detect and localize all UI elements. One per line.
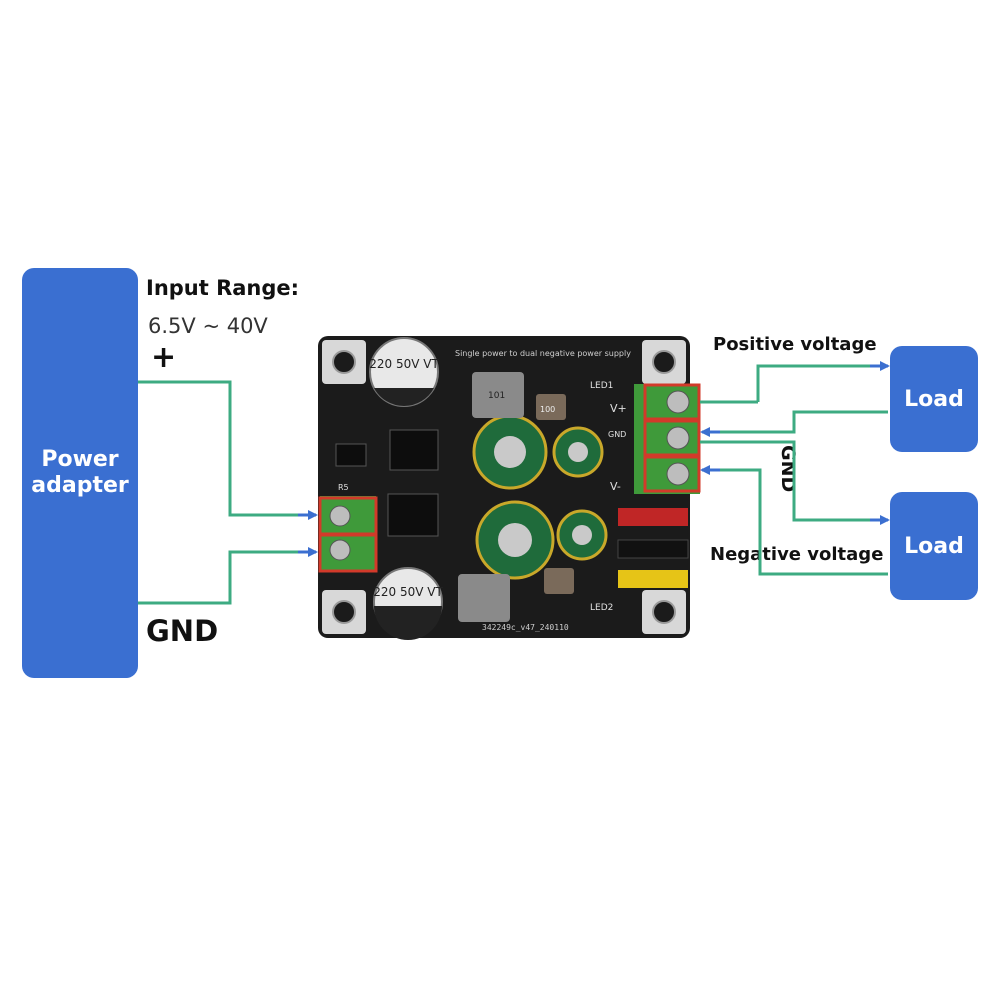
board-title: Single power to dual negative power supp…: [455, 349, 631, 358]
ic-u1: [389, 429, 439, 471]
positive-terminal-sign: +: [151, 340, 177, 375]
header-j5: [617, 539, 689, 559]
board-id: 342249c_v47_240110: [482, 623, 569, 632]
wire-out-vminus: [720, 468, 888, 576]
silk-vplus: V+: [610, 402, 627, 415]
load-label-2: Load: [904, 533, 964, 559]
diode-d1: [335, 443, 367, 467]
input-screw-gnd: [329, 539, 351, 561]
header-j4: [618, 508, 688, 526]
input-screw-plus: [329, 505, 351, 527]
input-range-title: Input Range:: [146, 276, 300, 300]
wire-input-positive: [138, 380, 300, 517]
input-gnd-label: GND: [146, 614, 219, 648]
silk-vin: R5: [338, 483, 349, 492]
positive-voltage-label: Positive voltage: [713, 334, 877, 355]
output-screw-gnd: [666, 426, 690, 450]
inductor-mark-l1: 101: [488, 391, 505, 401]
wire-gnd-load1: [720, 410, 888, 434]
output-highlight-vminus: [643, 455, 701, 493]
wire-gnd-load2: [700, 440, 872, 522]
output-screw-vminus: [666, 462, 690, 486]
inductor-l2: [536, 394, 566, 420]
wire-input-gnd: [138, 550, 300, 605]
load-box-negative: Load: [890, 492, 978, 600]
pcb-board: 220 50V VT 220 50V VT: [318, 336, 701, 640]
negative-voltage-label: Negative voltage: [710, 544, 884, 565]
inductor-l4: [544, 568, 574, 594]
output-highlight-vplus: [643, 383, 701, 421]
power-adapter-box: Power adapter: [22, 268, 138, 678]
silk-gnd: GND: [608, 430, 626, 439]
cap-bottom-text: 220 50V VT: [373, 585, 443, 599]
header-j6: [618, 570, 688, 588]
inductor-l3: [458, 574, 510, 622]
load-label-1: Load: [904, 386, 964, 412]
output-highlight-gnd: [643, 419, 701, 457]
load-box-positive: Load: [890, 346, 978, 452]
input-range-value: 6.5V ~ 40V: [148, 314, 268, 338]
input-highlight-gnd: [318, 533, 378, 573]
wire-out-vplus-b: [756, 364, 872, 402]
ic-u2: [387, 493, 439, 537]
output-screw-vplus: [666, 390, 690, 414]
cap-top-text: 220 50V VT: [369, 357, 439, 371]
inductor-mark-l2: 100: [540, 405, 555, 414]
silk-led2: LED2: [590, 603, 613, 613]
power-adapter-label: Power adapter: [31, 447, 129, 498]
silk-led1: LED1: [590, 381, 613, 391]
silk-vminus: V-: [610, 480, 621, 493]
inductor-l1: [472, 372, 524, 418]
